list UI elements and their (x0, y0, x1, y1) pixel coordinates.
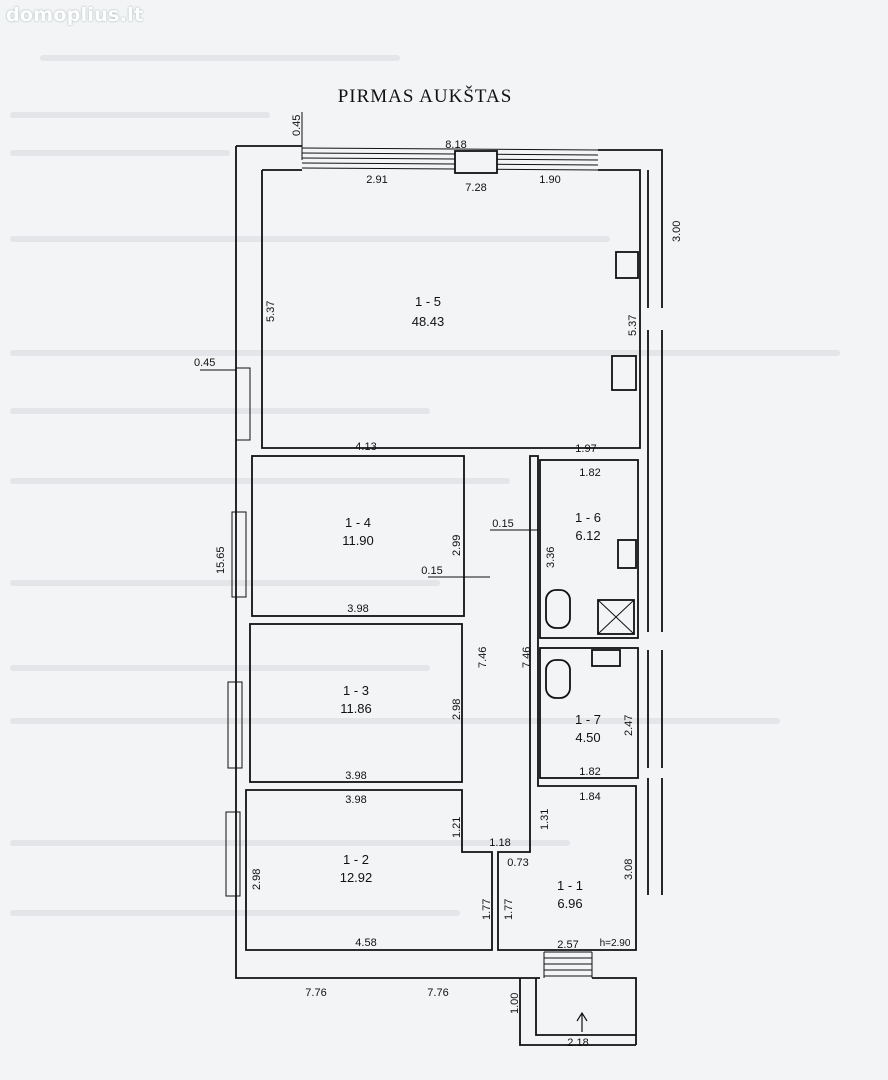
dimension-label: 3.00 (671, 221, 683, 242)
room-labels: 1 - 5 48.43 1 - 4 11.90 1 - 3 11.86 1 - … (340, 294, 601, 911)
room-1-3-outline (249, 623, 463, 783)
room-1-2-outline (245, 789, 493, 951)
dimension-label: 1.77 (481, 899, 493, 920)
left-window-3 (227, 681, 243, 769)
porch-steps (543, 951, 593, 978)
plan-title: PIRMAS AUKŠTAS (337, 86, 513, 107)
dimension-label: 3.08 (623, 859, 635, 880)
dimension-label: 1.97 (575, 443, 596, 455)
background-text-line (10, 910, 460, 916)
dimension-label: 1.18 (489, 837, 510, 849)
dimension-label: 0.45 (291, 115, 303, 136)
dimension-label: 1.21 (451, 817, 463, 838)
background-text-line (40, 55, 400, 61)
dimension-label: h=2.90 (600, 938, 631, 949)
top-window (301, 147, 599, 171)
room-area: 12.92 (340, 870, 373, 885)
background-text-line (10, 408, 430, 414)
stove-icon (611, 355, 637, 391)
room-1-7-outline (539, 647, 639, 779)
dimension-label: 1.00 (509, 993, 521, 1014)
dimension-label: 1.90 (539, 174, 560, 186)
sink-icon (617, 539, 637, 569)
room-1-4-outline (251, 455, 465, 617)
room-1-6-outline (539, 459, 639, 639)
room-id: 1 - 3 (343, 683, 369, 698)
dimension-label: 2.18 (567, 1037, 588, 1049)
dimension-label: 0.15 (421, 565, 442, 577)
dimension-label: 1.77 (503, 899, 515, 920)
boiler-icon (615, 251, 639, 279)
dimension-label: 7.28 (465, 182, 486, 194)
dimension-label: 8.18 (445, 139, 466, 151)
dimension-label: 0.73 (507, 857, 528, 869)
background-text-line (10, 150, 230, 156)
dimension-label: 2.47 (623, 715, 635, 736)
dimension-labels: 8.18 2.91 7.28 1.90 0.45 0.45 5.37 5.37 … (194, 115, 683, 1049)
dimension-label: 1.82 (579, 766, 600, 778)
dimension-label: 2.57 (557, 939, 578, 951)
dimension-label: 0.15 (492, 518, 513, 530)
room-area: 11.90 (342, 533, 374, 548)
room-area: 11.86 (340, 701, 372, 716)
room-id: 1 - 4 (345, 515, 371, 530)
dimension-label: 5.37 (627, 315, 639, 336)
dimension-label: 2.98 (451, 699, 463, 720)
porch-outline (519, 978, 636, 1046)
room-id: 1 - 1 (557, 878, 583, 893)
room-area: 48.43 (412, 314, 445, 329)
dimension-label: 2.99 (451, 535, 463, 556)
corridor-walls (497, 455, 637, 951)
dimension-label: 3.98 (345, 770, 366, 782)
background-text-line (10, 665, 430, 671)
toilet-icon (545, 589, 571, 629)
dimension-label: 5.37 (265, 301, 277, 322)
background-text-line (10, 236, 610, 242)
room-id: 1 - 5 (415, 294, 441, 309)
dimension-label: 7.46 (521, 647, 533, 668)
dimension-label: 1.84 (579, 791, 600, 803)
dimension-label: 3.98 (345, 794, 366, 806)
dimension-label: 0.45 (194, 357, 215, 369)
room-area: 4.50 (575, 730, 600, 745)
shower-icon (597, 599, 635, 635)
watermark: domoplius.lt (6, 4, 144, 26)
background-text-line (10, 718, 780, 724)
background-text-line (10, 350, 840, 356)
room-id: 1 - 2 (343, 852, 369, 867)
dimension-line (200, 112, 538, 578)
dimension-label: 2.98 (251, 869, 263, 890)
outer-wall (235, 145, 663, 1045)
dimension-label: 3.98 (347, 603, 368, 615)
dimension-label: 4.58 (355, 937, 376, 949)
dimension-label: 1.31 (539, 809, 551, 830)
room-id: 1 - 7 (575, 712, 601, 727)
dimension-label: 7.76 (427, 987, 448, 999)
dimension-label: 4.13 (355, 441, 376, 453)
room-area: 6.12 (575, 528, 600, 543)
toilet-icon (545, 659, 571, 699)
shower-icon (597, 599, 635, 635)
dimension-label: 1.82 (579, 467, 600, 479)
dimension-label: 15.65 (215, 546, 227, 574)
dimension-label: 7.76 (305, 987, 326, 999)
top-window-pier (454, 150, 498, 174)
entry-arrow (576, 1011, 588, 1032)
inner-wall-line (261, 169, 641, 449)
dimension-label: 2.91 (366, 174, 387, 186)
dimension-label: 3.36 (545, 547, 557, 568)
background-text-line (10, 580, 440, 586)
background-text-line (10, 112, 270, 118)
left-window-1 (235, 367, 251, 441)
background-text-line (10, 478, 510, 484)
left-window-4 (225, 811, 241, 897)
sink-icon (591, 649, 621, 667)
left-window-2 (231, 511, 247, 598)
room-id: 1 - 6 (575, 510, 601, 525)
room-area: 6.96 (557, 896, 582, 911)
background-text-line (10, 840, 570, 846)
dimension-label: 7.46 (477, 647, 489, 668)
